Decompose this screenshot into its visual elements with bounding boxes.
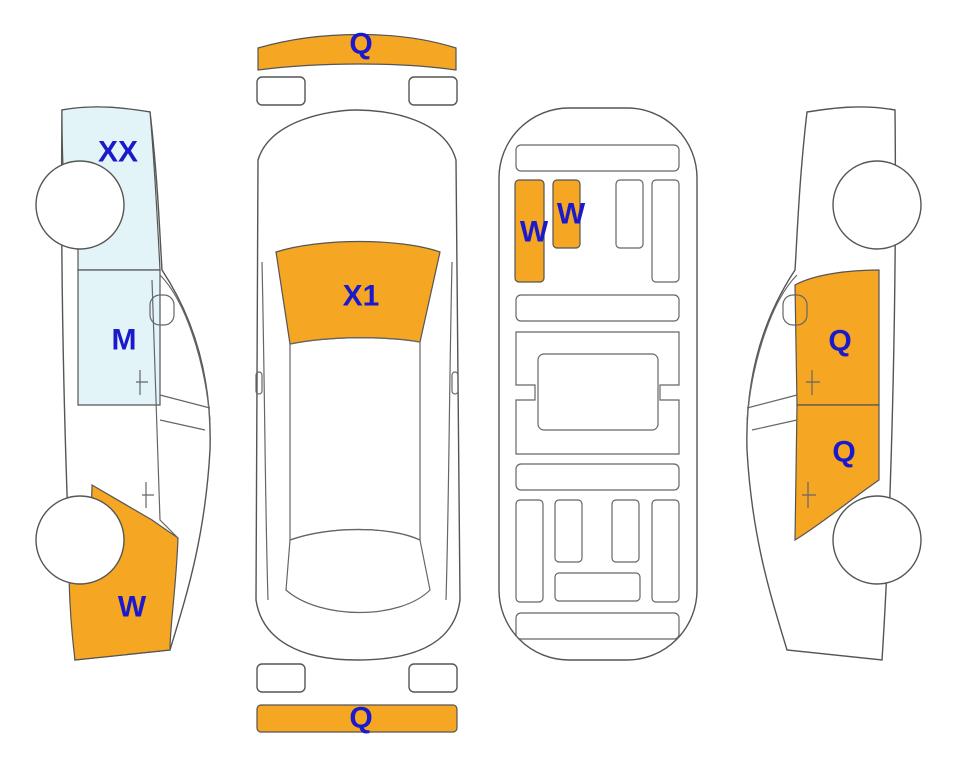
front-bumper-label: Q (349, 28, 372, 61)
left-front-wheel (35, 495, 125, 585)
right-front-handle (806, 370, 820, 395)
rear-bumper-label: Q (349, 702, 372, 735)
right-rear-door-panel[interactable] (794, 404, 880, 542)
underbody-panel-b (651, 179, 680, 283)
underbody-rear-left (515, 499, 544, 603)
underbody-rear-panel-a (554, 499, 583, 563)
underbody-mid-frame (515, 331, 680, 455)
left-rear-handle (136, 370, 148, 395)
underbody-center-panel (537, 353, 659, 431)
left-mirror (149, 294, 175, 326)
right-door-sill (746, 394, 798, 431)
left-window-line (159, 274, 211, 421)
underbody-rear-panel-b (611, 499, 640, 563)
top-right-body-line (445, 261, 453, 601)
top-right-mirror (451, 371, 459, 395)
left-rear-quarter-label: XX (98, 136, 138, 169)
left-rear-wheel (35, 160, 125, 250)
right-front-door-label: Q (828, 325, 851, 358)
underbody-outline (498, 107, 698, 661)
right-front-door-panel[interactable] (794, 269, 880, 406)
left-front-handle (142, 482, 154, 508)
right-front-wheel (832, 160, 922, 250)
right-mirror (782, 294, 808, 326)
rear-bumper-panel[interactable] (256, 704, 458, 733)
top-view: Q X1 Q (255, 28, 461, 735)
underbody-cross-bar-2 (515, 463, 680, 491)
underbody-front-left-label: W (520, 216, 549, 249)
rear-left-light (256, 663, 306, 693)
underbody-view: W W (498, 107, 698, 661)
underbody-cross-bar-1 (515, 294, 680, 322)
underbody-front-bar (515, 144, 680, 172)
right-window-line (746, 274, 798, 421)
top-left-mirror (255, 371, 263, 395)
left-rear-door-label: M (112, 324, 137, 357)
left-front-fender-label: W (118, 591, 147, 624)
right-rear-wheel (832, 495, 922, 585)
left-side-view: XX M W (35, 106, 211, 661)
windshield-label: X1 (343, 280, 380, 313)
front-bumper-panel[interactable] (257, 33, 457, 71)
right-side-view: Q Q (746, 106, 922, 661)
underbody-panel-a (615, 179, 644, 249)
rear-right-light (408, 663, 458, 693)
right-rear-door-label: Q (832, 436, 855, 469)
top-left-body-line (261, 261, 269, 601)
underbody-rear-box (554, 572, 641, 602)
left-door-sill (159, 394, 211, 431)
rear-window-outline (285, 528, 431, 613)
right-rear-handle (802, 482, 816, 508)
underbody-rear-right (651, 499, 680, 603)
underbody-rear-bar (515, 612, 680, 640)
front-left-light (256, 76, 306, 106)
front-right-light (408, 76, 458, 106)
left-door-seam (151, 279, 179, 539)
underbody-front-right-label: W (557, 198, 586, 231)
underbody-front-left-panel[interactable] (514, 179, 545, 283)
underbody-front-right-panel[interactable] (552, 179, 581, 249)
